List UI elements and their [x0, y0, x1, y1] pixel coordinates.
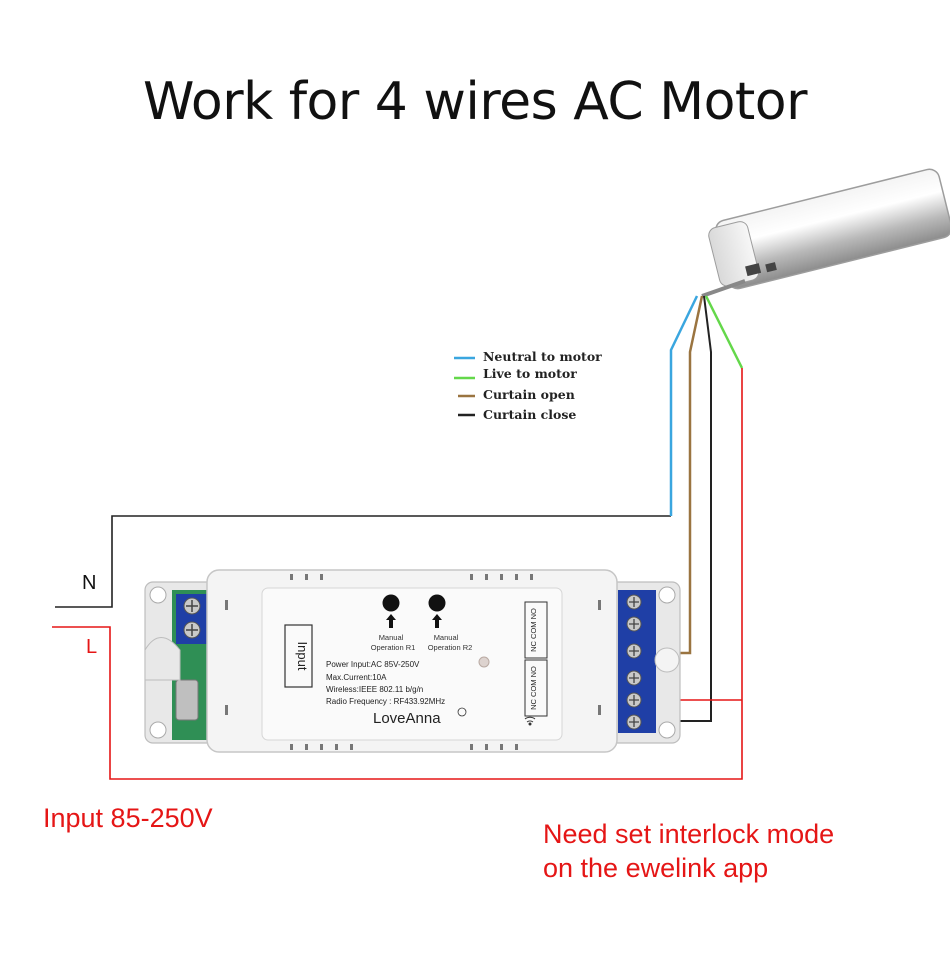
legend-label-close: Curtain close [483, 407, 576, 422]
relay1-label-box [524, 601, 548, 659]
spec-radio: Radio Frequency : RF433.92MHz [326, 697, 445, 706]
input-label-box [284, 624, 313, 688]
status-led [478, 656, 490, 668]
wire-legend: Neutral to motor Live to motor Curtain o… [454, 349, 602, 422]
interlock-note-line1: Need set interlock mode [543, 819, 835, 849]
input-label: Input [295, 642, 310, 671]
spec-power: Power Input:AC 85V-250V [326, 660, 420, 669]
manual-button-r2 [428, 594, 446, 612]
live-to-motor-wire [52, 368, 743, 780]
live-label: L [86, 636, 98, 658]
usb-port [175, 679, 199, 721]
manual-button-r1 [382, 594, 400, 612]
manual-r1-line1: Manual [379, 633, 404, 642]
neutral-label: N [82, 572, 97, 594]
close-wire [656, 295, 712, 722]
motor-cable [701, 279, 746, 298]
manual-r1-line2: Operation R1 [371, 643, 416, 652]
wifi-icon [524, 716, 536, 726]
relay-module: Input Manual Operation R1 Manual Operati… [144, 569, 681, 753]
blue-wire [669, 295, 699, 516]
relay-terminal-block [618, 590, 656, 733]
brand-label: LoveAnna [373, 710, 441, 727]
spec-current: Max.Current:10A [326, 673, 387, 682]
legend-label-neutral: Neutral to motor [483, 349, 602, 364]
relay2-label-box [524, 659, 548, 717]
curtain-motor [708, 168, 950, 290]
diagram-title: Work for 4 wires AC Motor [143, 72, 807, 132]
manual-r2-line1: Manual [434, 633, 459, 642]
relay2-terminal-label: NC COM NO [529, 666, 538, 710]
input-voltage-label: Input 85-250V [43, 803, 213, 833]
manual-r2-line2: Operation R2 [428, 643, 473, 652]
spec-wireless: Wireless:IEEE 802.11 b/g/n [326, 685, 423, 694]
legend-label-live: Live to motor [483, 366, 577, 381]
interlock-note-line2: on the ewelink app [543, 853, 769, 883]
green-wire [704, 295, 744, 369]
relay1-terminal-label: NC COM NO [529, 608, 538, 652]
legend-label-open: Curtain open [483, 387, 575, 402]
neutral-wire [55, 515, 671, 608]
